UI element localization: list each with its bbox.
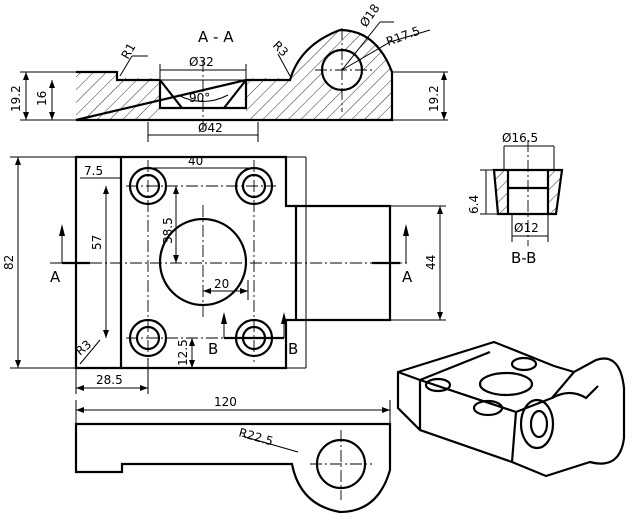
dim-57: 57 — [90, 235, 104, 250]
countersink — [159, 79, 247, 109]
section-a-a-view: A - A Ø32 90° Ø42 R1 R3 Ø18 R17.5 — [9, 1, 448, 142]
section-a-marker-right: A — [402, 268, 413, 286]
dim-phi16-5: Ø16.5 — [502, 131, 538, 145]
dim-left-19-2: 19.2 — [9, 85, 23, 112]
dim-phi42: Ø42 — [198, 121, 223, 135]
dim-120: 120 — [214, 395, 237, 409]
section-b-marker-right: B — [288, 340, 298, 358]
section-b-marker-left: B — [208, 340, 218, 358]
dim-phi12: Ø12 — [514, 221, 539, 235]
dim-phi32: Ø32 — [189, 55, 214, 69]
plan-view: A A B B 40 7.5 38.5 57 82 — [2, 154, 446, 394]
dim-r22-5: R22.5 — [237, 425, 275, 448]
dim-r17-5: R17.5 — [384, 24, 422, 49]
section-a-a-outline — [75, 28, 394, 122]
dim-6-4: 6.4 — [467, 195, 481, 214]
front-view: 120 R22.5 — [74, 395, 392, 514]
section-b-b-label: B-B — [511, 249, 536, 267]
dim-20: 20 — [214, 277, 229, 291]
dim-angle90: 90° — [189, 91, 210, 105]
dim-7-5: 7.5 — [84, 164, 103, 178]
dim-r1: R1 — [118, 41, 138, 62]
dim-12-5: 12.5 — [176, 339, 190, 366]
dim-38-5: 38.5 — [161, 217, 175, 244]
dim-28-5: 28.5 — [96, 373, 123, 387]
dim-40: 40 — [188, 154, 203, 168]
section-a-a-hatch-right — [246, 30, 392, 120]
dim-44: 44 — [424, 255, 438, 270]
section-b-b-view: Ø16.5 6.4 Ø12 B-B — [467, 131, 564, 267]
section-a-marker-left: A — [50, 268, 61, 286]
dim-r3: R3 — [270, 38, 291, 59]
dim-16: 16 — [35, 91, 49, 106]
section-a-a-hatch-left — [76, 72, 160, 120]
dim-right-19-2: 19.2 — [427, 85, 441, 112]
dim-82: 82 — [2, 255, 16, 270]
dim-phi18: Ø18 — [357, 1, 383, 29]
section-a-a-label: A - A — [198, 28, 234, 46]
isometric-view — [396, 340, 626, 478]
